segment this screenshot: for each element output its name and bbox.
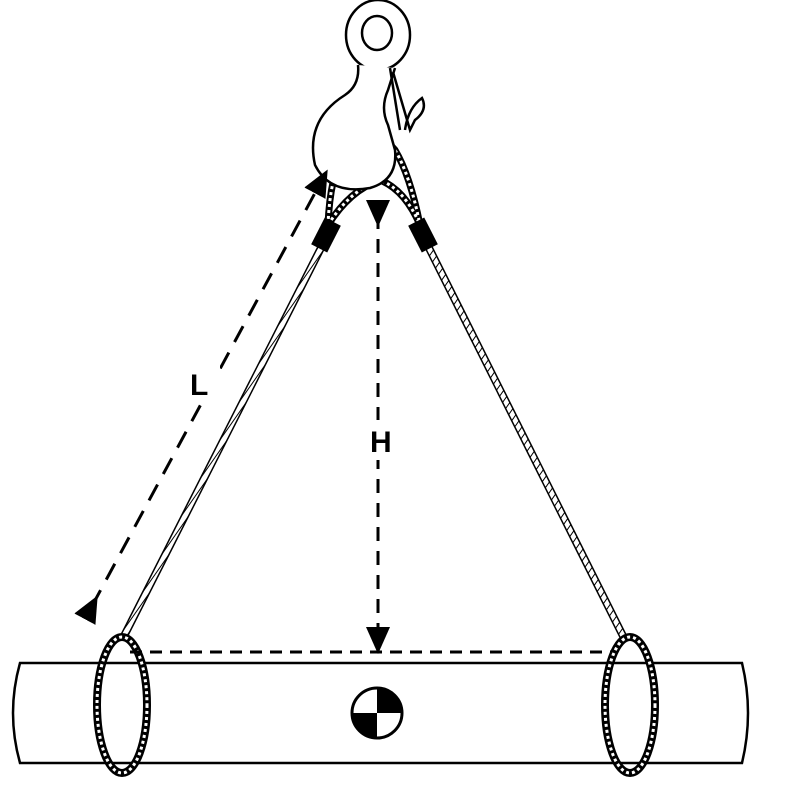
left-choke-loop [93,633,151,777]
left-ferrule [311,217,341,253]
right-ferrule [408,217,438,253]
length-label: L [190,369,208,402]
left-sling-leg [118,238,329,642]
center-of-gravity-icon [350,686,404,740]
height-label: H [370,426,392,459]
crane-hook-icon [311,0,426,191]
right-choke-loop [601,633,659,777]
right-sling-leg [421,238,629,642]
